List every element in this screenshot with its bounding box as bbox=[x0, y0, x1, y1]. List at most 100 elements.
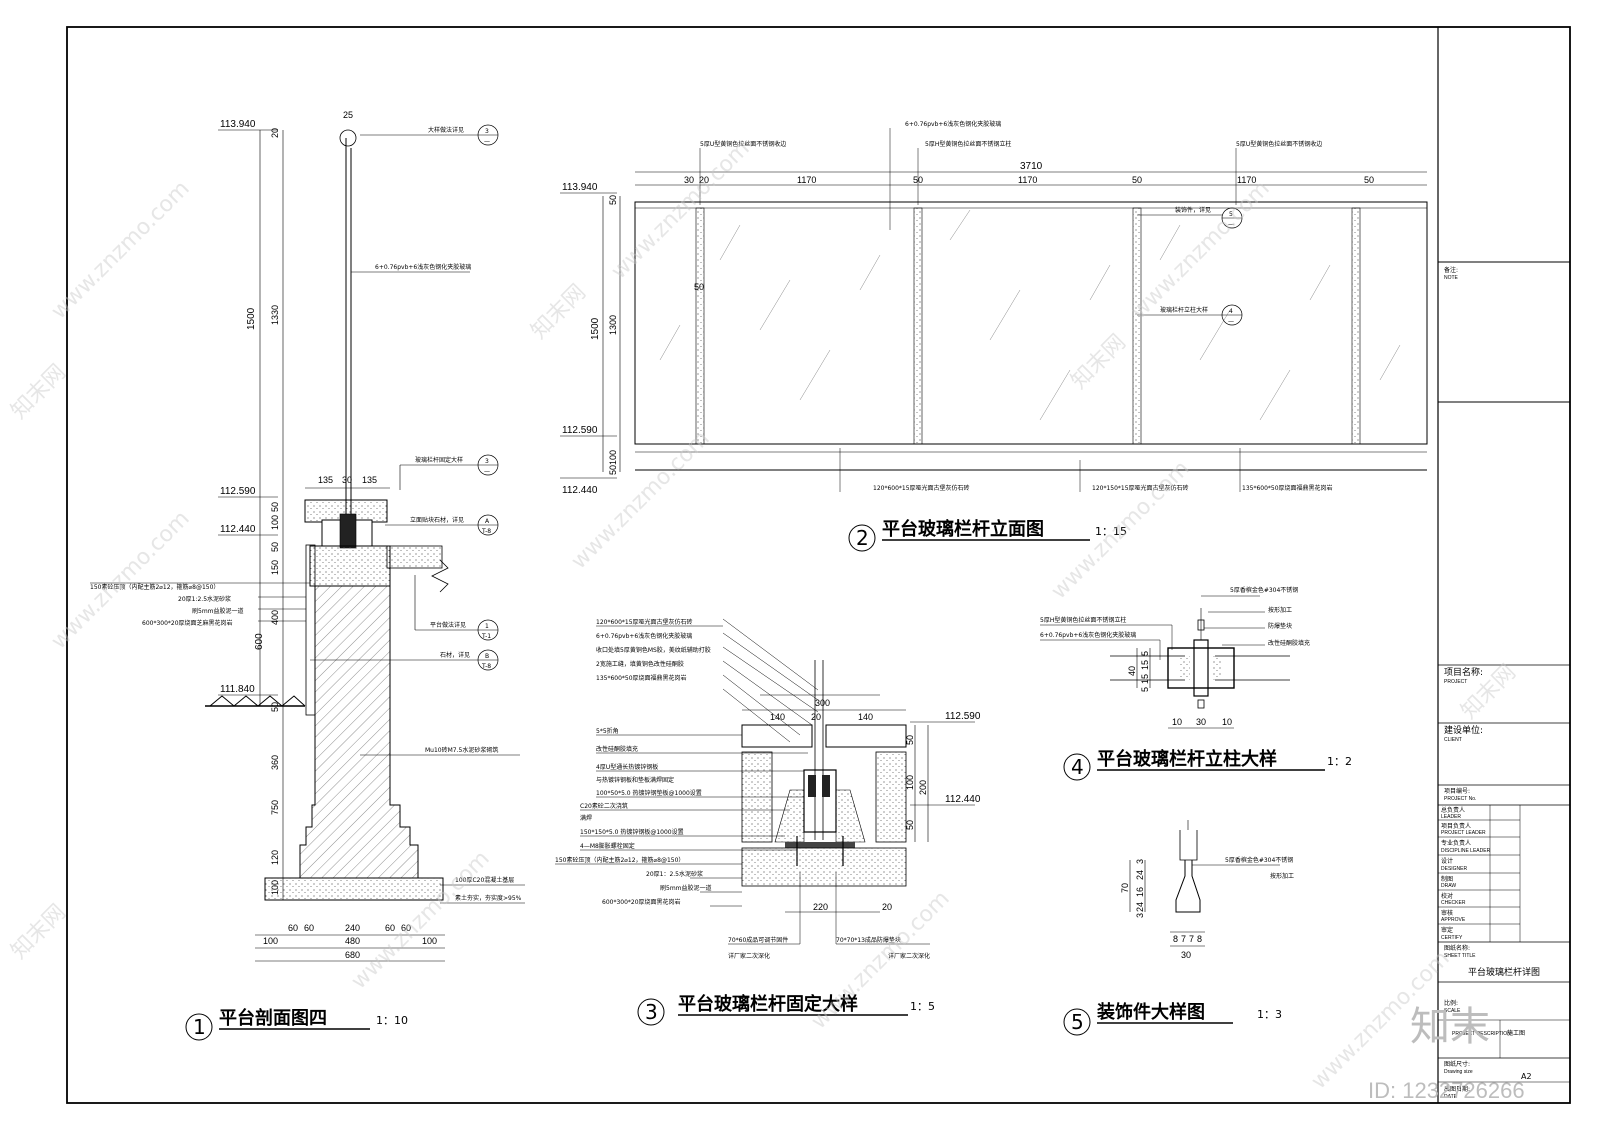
d3-dim-r50b: 50 bbox=[905, 820, 915, 830]
e2-dim-1170a: 1170 bbox=[797, 175, 816, 185]
tb-role-4-en: DRAW bbox=[1441, 883, 1456, 889]
v4-num-circle bbox=[1063, 753, 1091, 781]
e2-callout-2-text: 玻璃栏杆立柱大样 bbox=[1160, 306, 1208, 314]
tb-sheettitle-en: SHEET TITLE bbox=[1444, 953, 1476, 959]
e2-dim-1300: 1300 bbox=[608, 315, 618, 335]
tb-client-cn: 建设单位: bbox=[1444, 724, 1483, 736]
tb-role-4-cn: 制图 bbox=[1441, 875, 1453, 883]
v1-scale: 1：10 bbox=[376, 1014, 408, 1027]
d3-note-mid-6: 满焊 bbox=[580, 814, 592, 822]
s1-dim-360: 360 bbox=[270, 755, 280, 770]
section-1-geometry bbox=[205, 129, 449, 962]
tb-project-en: PROJECT bbox=[1444, 679, 1467, 685]
s1-dim-30: 30 bbox=[342, 475, 352, 485]
s1-callout-3-top: A bbox=[485, 518, 490, 525]
e2-dim-1170b: 1170 bbox=[1018, 175, 1037, 185]
s1-callout-1: 大样做法详见 3 — bbox=[360, 124, 499, 146]
v2-scale: 1：15 bbox=[1095, 525, 1127, 538]
e2-dim-100: 100 bbox=[608, 450, 618, 465]
d4-dim-5a: 5 bbox=[1140, 651, 1150, 656]
d3-note-mid-2: 4厚U型通长热镀锌钢板 bbox=[596, 763, 658, 771]
detail-4-geometry bbox=[1040, 595, 1290, 729]
v1-title: 平台剖面图四 bbox=[219, 1007, 327, 1029]
tb-role-6-en: APPROVE bbox=[1441, 917, 1466, 923]
d5-dim-3b: 3 bbox=[1135, 913, 1145, 918]
s1-callout-4-top: 1 bbox=[485, 623, 489, 630]
tb-size-value: A2 bbox=[1521, 1072, 1532, 1081]
tb-size-en: Drawing size bbox=[1444, 1069, 1473, 1075]
v3-title: 平台玻璃栏杆固定大样 bbox=[678, 993, 858, 1015]
s1-dim-150: 150 bbox=[270, 560, 280, 575]
e2-dim-30: 30 bbox=[684, 175, 694, 185]
e2-callout-1-bot: — bbox=[1228, 221, 1234, 228]
v2-num-circle bbox=[848, 524, 876, 552]
s1-b-680: 680 bbox=[345, 950, 360, 960]
d3-note-top-3: 2宽施工缝，填黄铜色改性硅酮胶 bbox=[596, 660, 684, 668]
s1-callout-5-top: B bbox=[485, 653, 489, 660]
e2-elev-top: 113.940 bbox=[562, 182, 598, 193]
d3-elev-2: 112.440 bbox=[945, 794, 981, 805]
s1-wall-note: Mu10砖M7.5水泥砂浆砌筑 bbox=[425, 746, 498, 754]
tb-project-cn: 项目名称: bbox=[1444, 666, 1483, 678]
s1-callout-1-text: 大样做法详见 bbox=[428, 126, 464, 134]
wm-site-4: www.znzmo.com bbox=[607, 136, 755, 284]
s1-b-60c: 60 bbox=[385, 923, 395, 933]
tb-role-1-cn: 项目负责人 bbox=[1441, 822, 1471, 830]
d3-note-top-2: 收口处填5厚黄铜色MS胶，美纹纸辅助打胶 bbox=[596, 646, 711, 654]
s1-b-240: 240 bbox=[345, 923, 360, 933]
s1-glass-note: 6+0.76pvb+6浅灰色钢化夹胶玻璃 bbox=[375, 263, 471, 271]
d3-note-mid-4: 100*50*5.0 热镀锌钢垫板@1000设置 bbox=[596, 789, 702, 797]
tb-role-1-en: PROJECT LEADER bbox=[1441, 830, 1486, 836]
d3-dim-140a: 140 bbox=[770, 712, 785, 722]
d4-note-5: 6+0.76pvb+6浅灰色钢化夹胶玻璃 bbox=[1040, 631, 1136, 639]
title-block bbox=[1437, 27, 1570, 1103]
e2-dim-l50a: 50 bbox=[608, 195, 618, 205]
d3-dim-r100: 100 bbox=[905, 775, 915, 790]
d5-dim-24a: 24 bbox=[1135, 870, 1145, 880]
d3-note-mid-0: 5*5折角 bbox=[596, 727, 619, 735]
v5-num-circle bbox=[1063, 1008, 1091, 1036]
s1-left-note-2: 刷5mm益胶泥一道 bbox=[192, 607, 244, 615]
d3-note-mid-11: 刷5mm益胶泥一道 bbox=[660, 884, 712, 892]
s1-b-60a: 60 bbox=[288, 923, 298, 933]
tb-role-0-en: LEADER bbox=[1441, 814, 1461, 820]
e2-callout-1-top: 5 bbox=[1229, 211, 1233, 218]
tb-size-cn: 图纸尺寸: bbox=[1444, 1060, 1470, 1068]
s1-elev-mid: 112.590 bbox=[220, 486, 256, 497]
wm-site-7: www.znzmo.com bbox=[1127, 176, 1275, 324]
s1-elev-low: 112.440 bbox=[220, 524, 256, 535]
tb-role-0-cn: 总负责人 bbox=[1441, 806, 1465, 814]
e2-dim-1170c: 1170 bbox=[1237, 175, 1256, 185]
e2-dim-post: 50 bbox=[694, 282, 704, 292]
v3-scale: 1：5 bbox=[910, 1000, 935, 1013]
tb-role-5-cn: 校对 bbox=[1441, 892, 1453, 900]
e2-elev-mid: 112.590 bbox=[562, 425, 598, 436]
e2-callout-2: 玻璃栏杆立柱大样 4 — bbox=[1137, 304, 1243, 326]
wm-site-5: www.znzmo.com bbox=[567, 426, 715, 574]
s1-left-note-3: 600*300*20厚烧面芝麻黑花岗岩 bbox=[142, 619, 233, 627]
watermark-logo: 知末 bbox=[1410, 1004, 1490, 1050]
e2-bottom-note-2: 135*600*50厚烧面福鼎黑花岗岩 bbox=[1242, 484, 1333, 492]
d3-note-mid-8: 4—M8膨胀螺栓固定 bbox=[580, 842, 635, 850]
d3-note-top-1: 6+0.76pvb+6浅灰色钢化夹胶玻璃 bbox=[596, 632, 692, 640]
s1-dim-20: 20 bbox=[270, 128, 280, 138]
d3-dim-r50a: 50 bbox=[905, 735, 915, 745]
s1-dim-50c: 50 bbox=[270, 702, 280, 712]
d3-note-mid-5: C20素砼二次浇筑 bbox=[580, 802, 628, 810]
tb-sheet-title: 平台玻璃栏杆详图 bbox=[1468, 966, 1540, 978]
v3-num-circle bbox=[637, 998, 665, 1026]
wm-site-2: www.znzmo.com bbox=[47, 506, 195, 654]
d3-note-top-0: 120*600*15厚哑光面古堡灰仿石砖 bbox=[596, 618, 693, 626]
e2-top-note-0: 5厚U型黄铜色拉丝面不锈钢收边 bbox=[700, 140, 786, 148]
v5-num: 5 bbox=[1071, 1010, 1084, 1034]
d3-dim-r200: 200 bbox=[918, 780, 928, 795]
s1-callout-5: 石材，详见 B T-8 bbox=[310, 649, 499, 671]
e2-total: 3710 bbox=[1020, 161, 1043, 172]
e2-top-note-1: 6+0.76pvb+6浅灰色钢化夹胶玻璃 bbox=[905, 120, 1001, 128]
s1-callout-4-bot: T-1 bbox=[481, 633, 491, 640]
d3-bottom-right-1: 详厂家二次深化 bbox=[888, 952, 930, 960]
d3-note-top-4: 135*600*50厚烧面福鼎黑花岗岩 bbox=[596, 674, 687, 682]
tb-scale-en: SCALE bbox=[1444, 1008, 1461, 1014]
e2-dim-l50b: 50 bbox=[608, 465, 618, 475]
